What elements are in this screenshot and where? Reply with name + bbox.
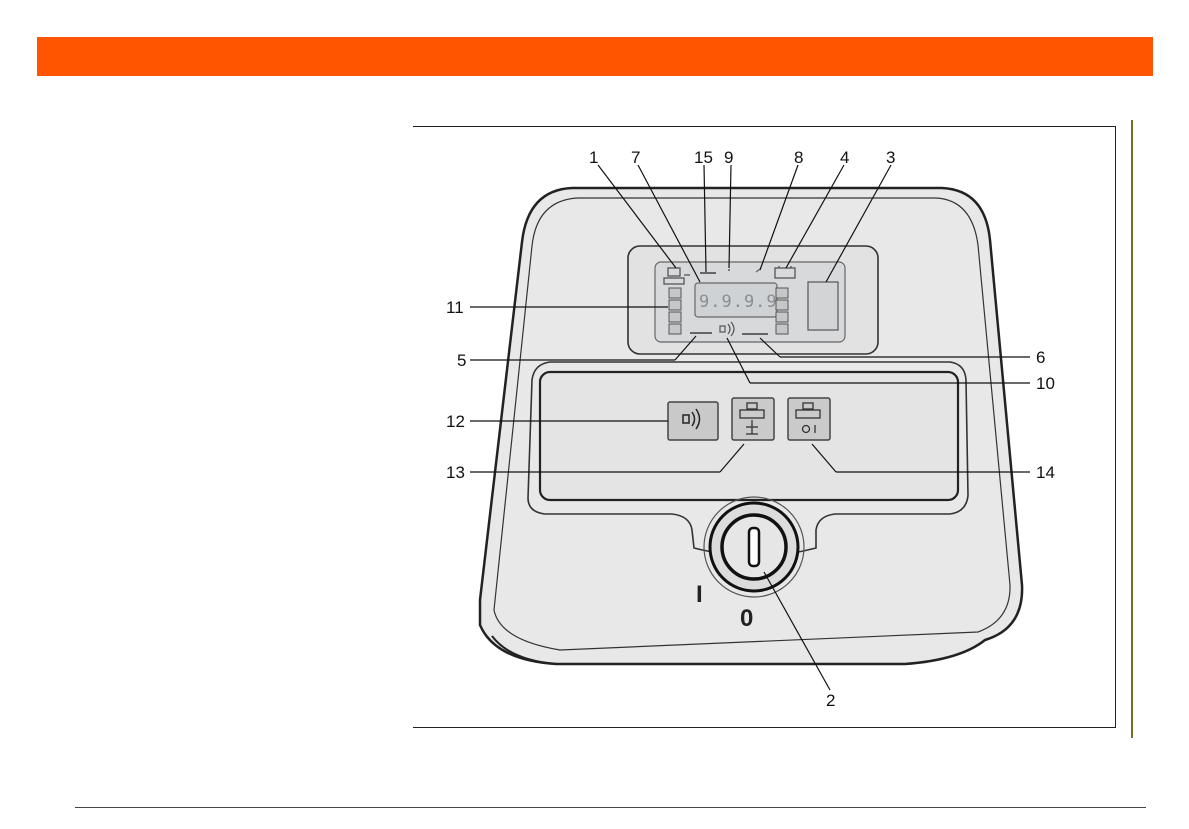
callout-13: 13 (446, 463, 465, 482)
outlet-toggle-button[interactable] (788, 398, 830, 440)
callout-1: 1 (589, 148, 598, 167)
callout-9: 9 (724, 148, 733, 167)
mute-button[interactable] (668, 402, 718, 440)
switch-on-label: I (696, 581, 703, 608)
callout-12: 12 (446, 412, 465, 431)
switch-off-label: 0 (740, 605, 753, 632)
power-switch-slot (749, 528, 759, 566)
callout-2: 2 (826, 691, 835, 710)
callout-15: 15 (694, 148, 713, 167)
callout-8: 8 (794, 148, 803, 167)
callout-14: 14 (1036, 463, 1055, 482)
callout-3: 3 (886, 148, 895, 167)
indicator-3-window (808, 282, 838, 330)
callout-4: 4 (840, 148, 849, 167)
callout-10: 10 (1036, 374, 1055, 393)
callout-11: 11 (446, 298, 464, 317)
callout-5: 5 (457, 351, 466, 370)
callout-7: 7 (631, 148, 640, 167)
lcd-readout: 9.9.9.9. (699, 292, 789, 312)
callout-6: 6 (1036, 348, 1045, 367)
